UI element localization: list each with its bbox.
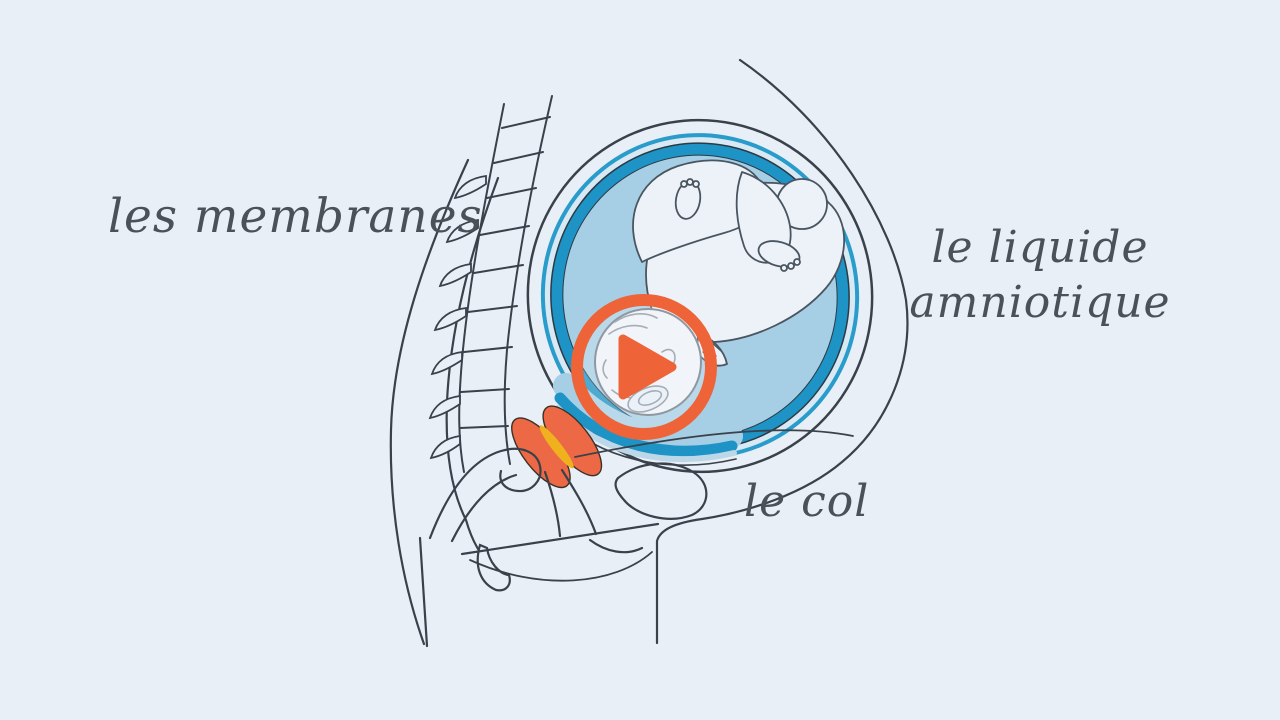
cervix-canal: [539, 425, 574, 469]
play-button[interactable]: [566, 289, 722, 445]
play-icon: [618, 334, 677, 400]
label-liquide-line1: le liquide: [931, 222, 1149, 273]
back-outline: [389, 158, 470, 646]
spinous-processes: [428, 174, 487, 460]
rectum-outline: [614, 462, 708, 520]
fetus-foot-b: [757, 240, 801, 272]
umbilical-cord: [627, 385, 669, 413]
label-membranes: les membranes: [108, 189, 483, 244]
belly-outline: [655, 58, 909, 645]
perineum-folds: [428, 447, 542, 540]
label-col: le col: [744, 476, 870, 527]
vertebrae-rungs: [459, 116, 551, 429]
fetus: [632, 159, 845, 367]
fetus-foot-a: [674, 178, 702, 220]
fetus-hair: [608, 313, 658, 335]
label-liquide-line2: amniotique: [909, 277, 1171, 328]
thigh-top-line: [460, 522, 660, 556]
spine: [428, 95, 553, 473]
thigh-left-line: [418, 536, 429, 648]
play-ring: [571, 294, 717, 440]
play-button-graphic: [571, 294, 717, 440]
label-liquide-amniotique: le liquide amniotique: [905, 220, 1175, 330]
cervix: [511, 405, 603, 489]
